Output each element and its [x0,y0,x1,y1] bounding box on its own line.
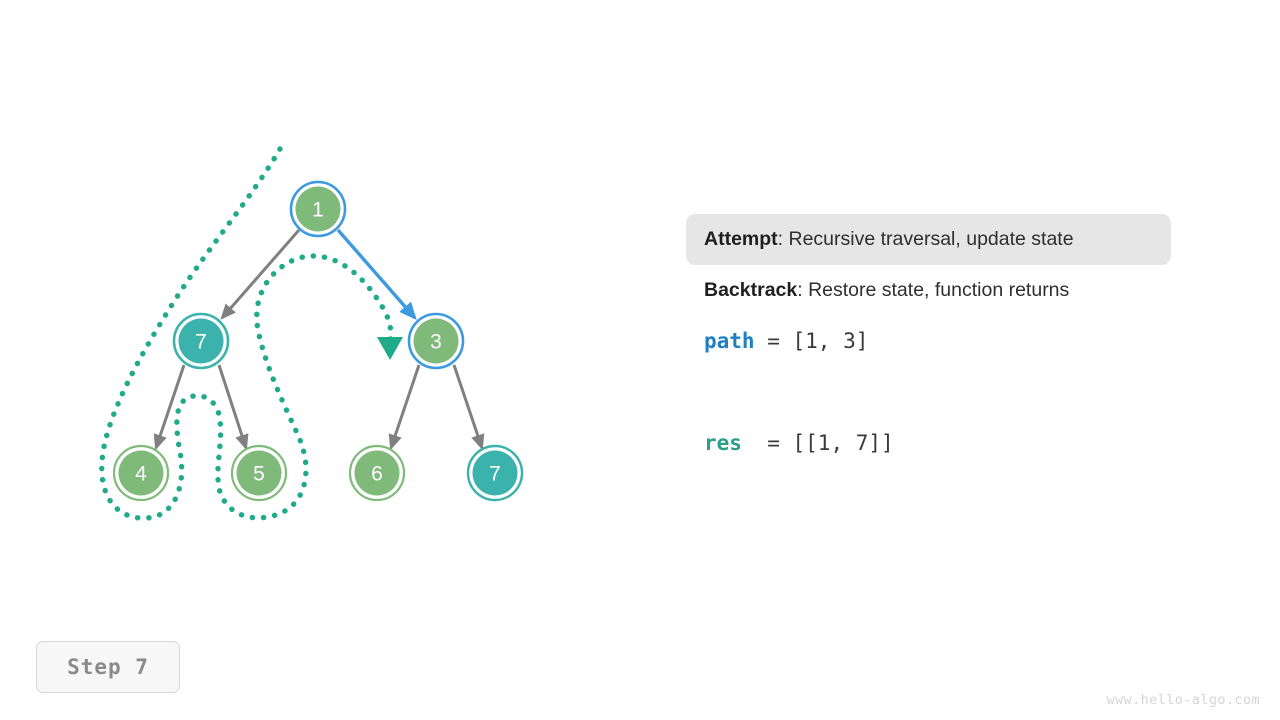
res-keyword: res [704,431,742,455]
info-row-attempt: Attempt: Recursive traversal, update sta… [686,214,1171,265]
watermark-text: www.hello-algo.com [1106,692,1260,708]
info-row-path: path = [1, 3] [686,316,1206,367]
info-row-backtrack: Backtrack: Restore state, function retur… [686,265,1206,316]
node-value: 7 [195,331,207,354]
tree-edges [153,228,485,451]
backtrack-text: : Restore state, function returns [797,278,1070,301]
node-circle [178,318,224,364]
backtrack-label: Backtrack [704,278,798,301]
blank-line [704,382,717,403]
path-keyword: path [704,329,755,353]
info-row-res: res = [[1, 7]] [686,418,1206,469]
watermark: www.hello-algo.com [1107,692,1261,708]
node-circle [472,450,518,496]
res-line: res = [[1, 7]] [704,433,894,454]
edge-3-7r [452,364,485,451]
node-ring [172,312,230,370]
tree-node-1[interactable]: 1 [289,180,347,238]
node-circle [236,450,282,496]
attempt-line: Attempt: Recursive traversal, update sta… [704,227,1074,250]
node-value: 1 [312,199,324,222]
node-value: 7 [489,463,501,486]
node-value: 3 [430,331,442,354]
step-badge-label: Step 7 [67,655,149,679]
node-value: 6 [371,463,383,486]
state-info-panel: Attempt: Recursive traversal, update sta… [686,214,1206,469]
node-circle [354,450,400,496]
node-ring [230,444,288,502]
binary-tree-graphic: 1 7 3 4 5 6 [99,146,524,521]
trail-segment-left [99,146,394,521]
tree-node-7-left[interactable]: 7 [172,312,230,370]
tree-node-3[interactable]: 3 [407,312,465,370]
attempt-label: Attempt [704,227,778,250]
info-row-blank [686,367,1206,418]
edge-1-7 [220,229,301,320]
node-value: 4 [135,463,147,486]
path-value: = [1, 3] [754,329,869,353]
traversal-trail [99,146,394,521]
step-badge: Step 7 [36,641,180,693]
node-circle [118,450,164,496]
node-ring [112,444,170,502]
edge-7-5 [217,364,249,451]
attempt-text: : Recursive traversal, update state [777,227,1074,250]
tree-node-6[interactable]: 6 [348,444,406,502]
tree-node-4[interactable]: 4 [112,444,170,502]
tree-node-5[interactable]: 5 [230,444,288,502]
tree-node-7-right[interactable]: 7 [466,444,524,502]
trail-arrowhead-icon [377,337,403,360]
res-value: = [[1, 7]] [741,431,894,455]
node-ring [348,444,406,502]
node-ring [466,444,524,502]
path-line: path = [1, 3] [704,331,868,352]
edge-7-4 [153,364,186,451]
node-circle [295,186,341,232]
backtrack-line: Backtrack: Restore state, function retur… [704,278,1070,301]
node-ring [407,312,465,370]
edge-1-3 [336,228,417,320]
node-value: 5 [253,463,265,486]
node-ring [289,180,347,238]
node-circle [413,318,459,364]
edge-3-6 [388,364,421,451]
